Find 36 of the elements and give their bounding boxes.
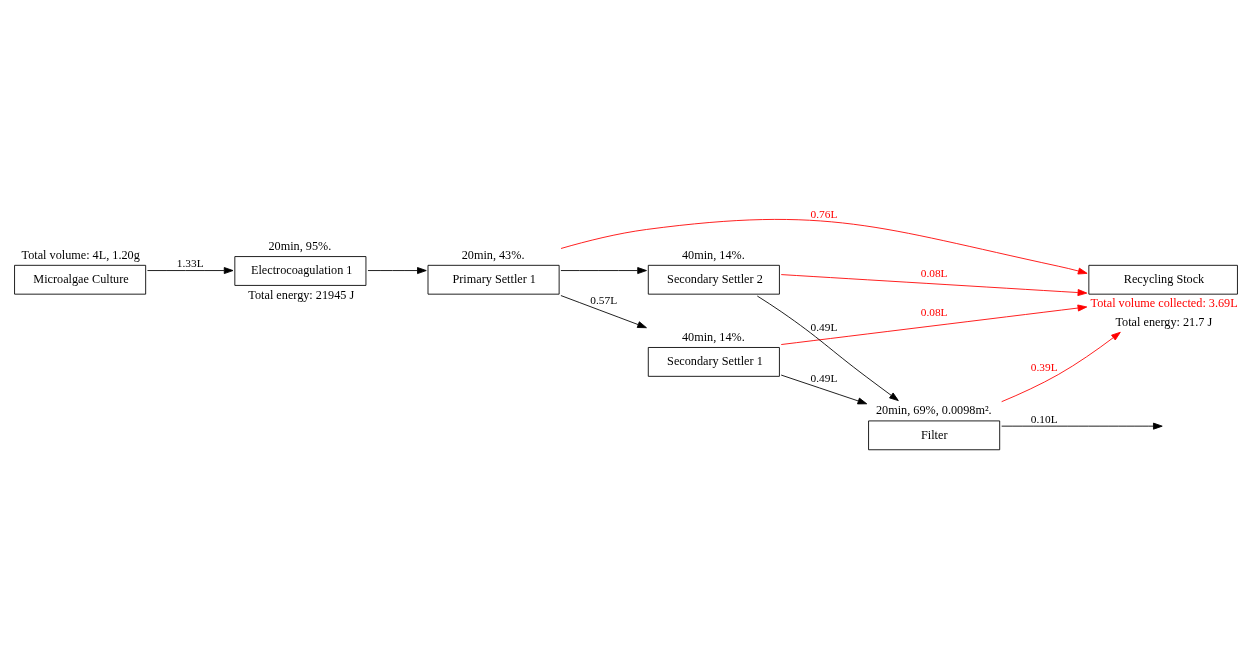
arrow [756, 295, 899, 402]
edge-label: 0.49L [810, 321, 838, 334]
node-label: Total volume collected: 3.69L [1090, 296, 1238, 311]
arrow [147, 267, 234, 275]
node-box: Microalgae Culture [14, 264, 147, 295]
arrow [1001, 331, 1121, 403]
node-label: 20min, 43%. [461, 247, 525, 262]
edge-label: 0.08L [920, 305, 948, 318]
node-label: Total energy: 21.7 J [1115, 314, 1213, 329]
node-box: Secondary Settler 1 [647, 347, 780, 377]
node-box: Recycling Stock [1088, 264, 1238, 295]
edge-label: 0.39L [1030, 361, 1058, 374]
edge-label: 1.33L [176, 257, 204, 270]
node-label: Total energy: 21945 J [248, 287, 355, 302]
node-box: Primary Settler 1 [427, 264, 560, 295]
edge-label: 0.49L [810, 371, 838, 384]
arrow [780, 274, 1088, 297]
arrow [367, 267, 427, 275]
edge-label: 0.76L [810, 207, 838, 220]
node-box: Filter [868, 420, 1001, 451]
node-label: 40min, 14%. [681, 247, 745, 262]
node-label: 40min, 14%. [681, 329, 745, 344]
edge-label: 0.10L [1030, 413, 1058, 426]
node-label: 20min, 69%, 0.0098m². [876, 403, 992, 418]
arrow [560, 219, 1088, 275]
arrow [560, 267, 647, 275]
edge-label: 0.08L [920, 267, 948, 280]
arrow [1001, 422, 1163, 430]
arrow [780, 304, 1088, 345]
node-label: Total volume: 4L, 1.20g [21, 247, 140, 262]
arrow [780, 374, 868, 405]
node-label: 20min, 95%. [268, 238, 332, 253]
node-box: Secondary Settler 2 [647, 264, 780, 295]
arrow [560, 295, 647, 329]
edge-label: 0.57L [590, 294, 618, 307]
node-box: Electrocoagulation 1 [234, 256, 367, 286]
